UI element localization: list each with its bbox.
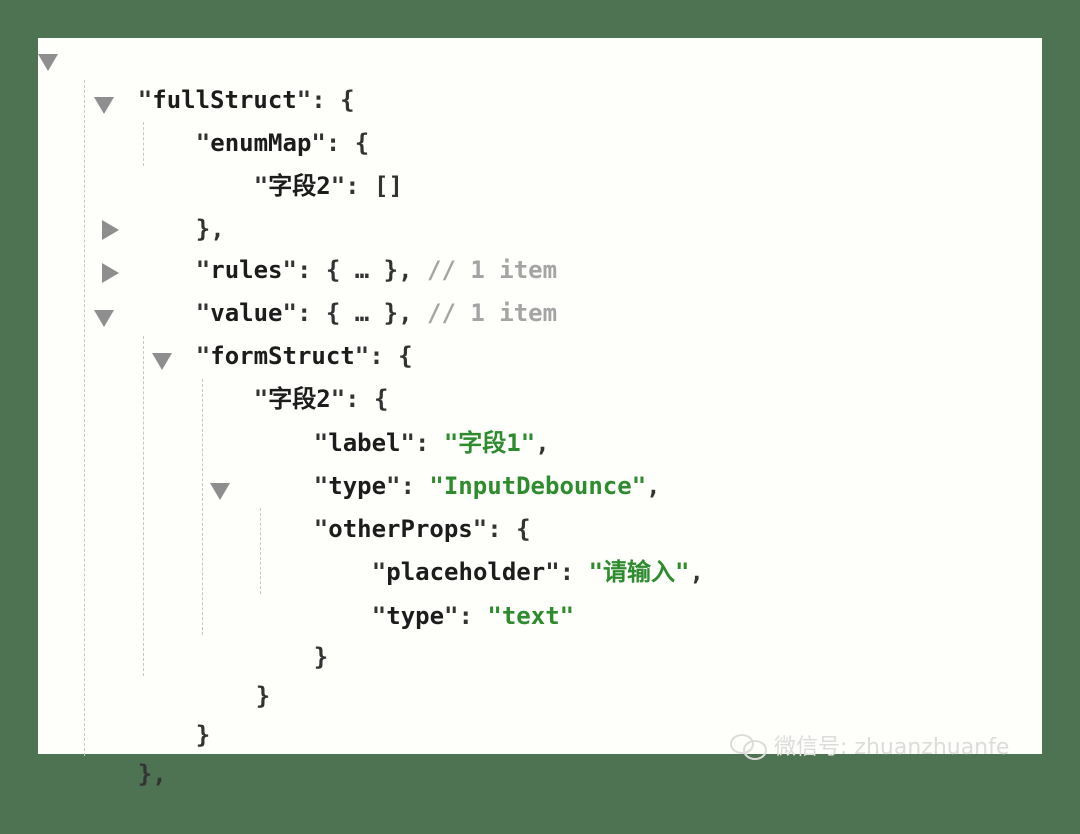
wechat-icon [730,732,767,760]
indent-guide [202,379,203,635]
json-key: formStruct [210,342,355,370]
json-line: }, [195,215,225,243]
watermark: 微信号: zhuanzhuanfe [730,728,1009,762]
json-line: "label": "字段1", [313,429,550,457]
json-key: type [328,472,387,500]
json-line: }, [137,760,167,788]
indent-guide [143,336,144,676]
json-key: value [210,299,283,327]
json-line: "placeholder": "请输入", [371,558,704,586]
json-line: "字段2": [] [253,172,403,200]
json-key: type [386,602,445,630]
json-line: "value": { … }, // 1 item [195,299,558,327]
json-line: "type": "text" [371,602,575,630]
json-line: "enumMap": { [195,129,370,157]
collapse-arrow-icon[interactable] [210,483,230,500]
json-key: otherProps [328,515,473,543]
json-line: "字段2": { [253,385,389,413]
json-key: placeholder [386,558,546,586]
json-comment: // 1 item [427,256,558,284]
json-line: "otherProps": { [313,515,531,543]
json-key: rules [210,256,283,284]
json-line: "rules": { … }, // 1 item [195,256,558,284]
watermark-text: 微信号: zhuanzhuanfe [774,735,1010,760]
json-viewer-panel: "fullStruct": { "enumMap": { "字段2": [] }… [38,38,1042,788]
json-key: enumMap [210,129,312,157]
json-string-value: "字段1" [443,429,536,457]
indent-guide [260,508,261,594]
json-string-value: "请输入" [588,558,690,586]
json-line: "formStruct": { [195,342,413,370]
json-line: "fullStruct": { [137,86,355,114]
json-key: label [328,429,401,457]
collapse-arrow-icon[interactable] [94,310,114,327]
indent-guide [84,80,85,756]
collapse-arrow-icon[interactable] [38,54,58,71]
collapse-arrow-icon[interactable] [94,97,114,114]
json-line: "type": "InputDebounce", [313,472,661,500]
expand-arrow-icon[interactable] [102,220,119,240]
indent-guide [143,122,144,166]
collapse-arrow-icon[interactable] [152,353,172,370]
json-line: } [255,682,271,710]
expand-arrow-icon[interactable] [102,263,119,283]
json-comment: // 1 item [427,299,558,327]
json-key: 字段2 [268,172,331,200]
json-line: } [313,643,329,671]
json-string-value: "InputDebounce" [429,472,647,500]
json-line: } [195,721,211,749]
json-key: 字段2 [268,385,331,413]
json-key: fullStruct [152,86,297,114]
json-string-value: "text" [487,602,575,630]
